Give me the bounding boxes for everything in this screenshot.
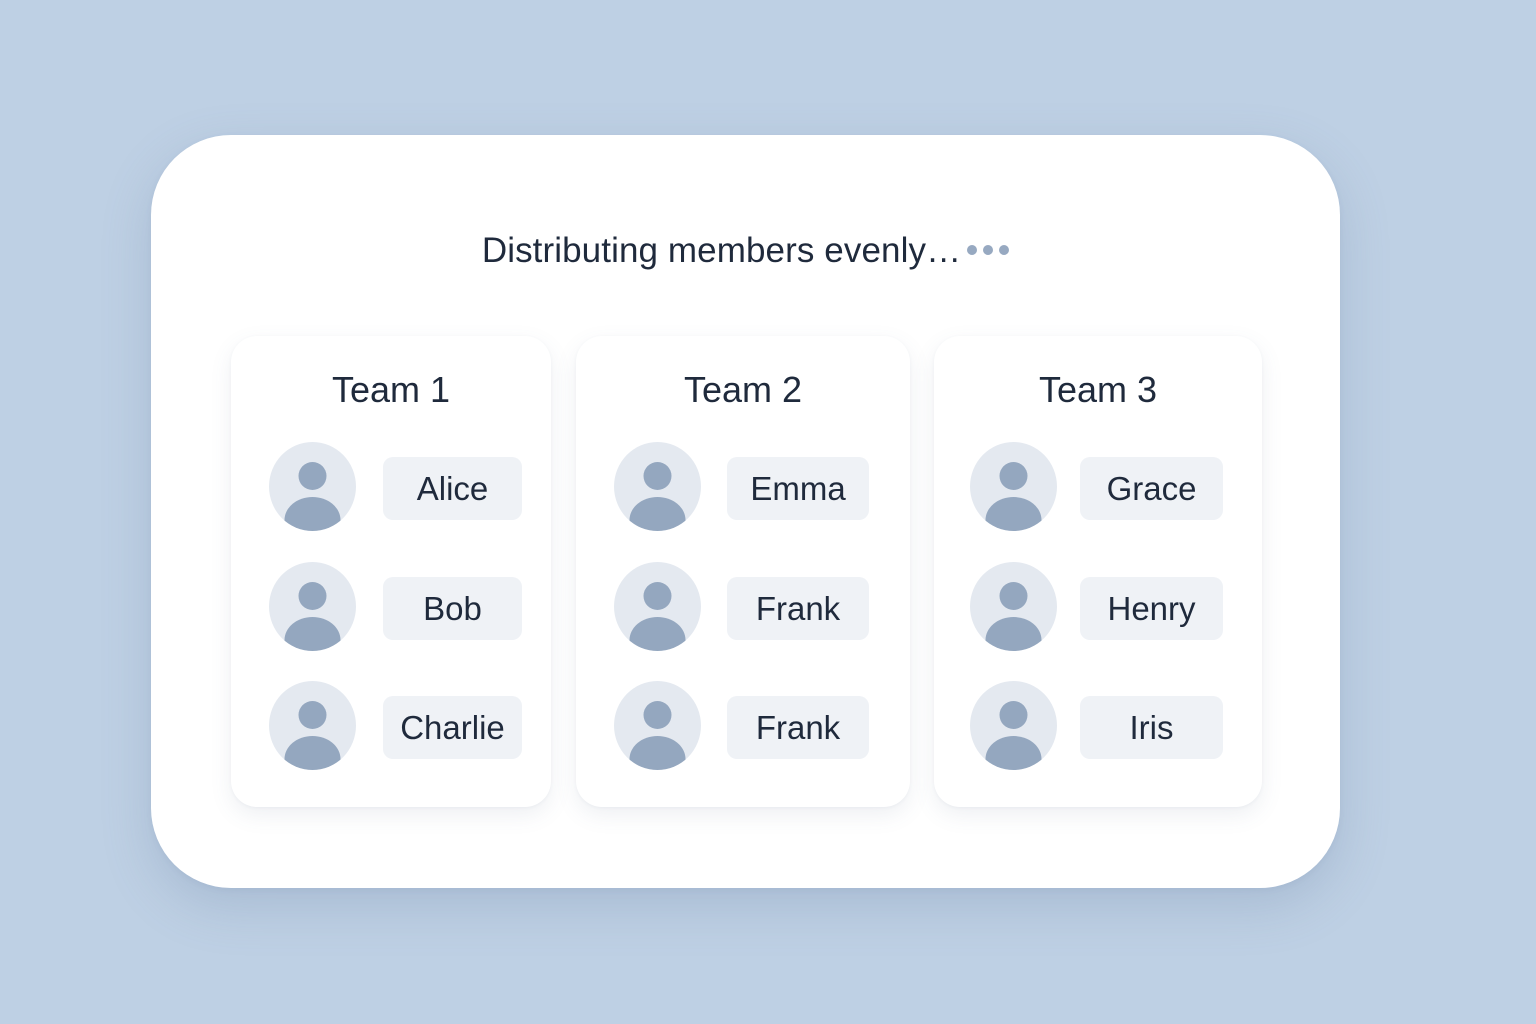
team-title: Team 2: [683, 369, 803, 410]
member-name: Emma: [727, 457, 869, 520]
member-name: Bob: [383, 577, 522, 640]
user-avatar-icon: [614, 681, 701, 770]
team-title: Team 1: [331, 369, 451, 410]
member-name: Alice: [383, 457, 522, 520]
team-member: Bob: [231, 562, 551, 652]
user-avatar-icon: [269, 562, 356, 651]
loading-dot: [967, 244, 978, 255]
user-avatar-icon: [970, 681, 1057, 770]
team-member: Henry: [934, 562, 1262, 652]
team-member: Frank: [576, 681, 910, 771]
team-member: Emma: [576, 442, 910, 532]
team-member: Iris: [934, 681, 1262, 771]
team-title: Team 3: [1038, 369, 1158, 410]
member-name: Frank: [727, 696, 869, 759]
status-message: Distributing members evenly…: [151, 229, 1340, 273]
loading-dot: [999, 244, 1010, 255]
user-avatar-icon: [970, 562, 1057, 651]
status-text: Distributing members evenly…: [481, 231, 962, 270]
user-avatar-icon: [970, 442, 1057, 531]
distribution-dialog: Distributing members evenly… Team 1 Alic…: [151, 135, 1340, 888]
team-member: Grace: [934, 442, 1262, 532]
user-avatar-icon: [269, 681, 356, 770]
team-card-2: Team 2 Emma Frank Frank: [576, 336, 910, 807]
user-avatar-icon: [269, 442, 356, 531]
member-name: Frank: [727, 577, 869, 640]
member-name: Henry: [1080, 577, 1223, 640]
member-name: Charlie: [383, 696, 522, 759]
member-name: Iris: [1080, 696, 1223, 759]
team-card-3: Team 3 Grace Henry Iris: [934, 336, 1262, 807]
team-member: Alice: [231, 442, 551, 532]
loading-dot: [983, 244, 994, 255]
team-card-1: Team 1 Alice Bob Charlie: [231, 336, 551, 807]
team-member: Frank: [576, 562, 910, 652]
member-name: Grace: [1080, 457, 1223, 520]
loading-dots-icon: [967, 244, 1010, 255]
user-avatar-icon: [614, 442, 701, 531]
user-avatar-icon: [614, 562, 701, 651]
team-member: Charlie: [231, 681, 551, 771]
